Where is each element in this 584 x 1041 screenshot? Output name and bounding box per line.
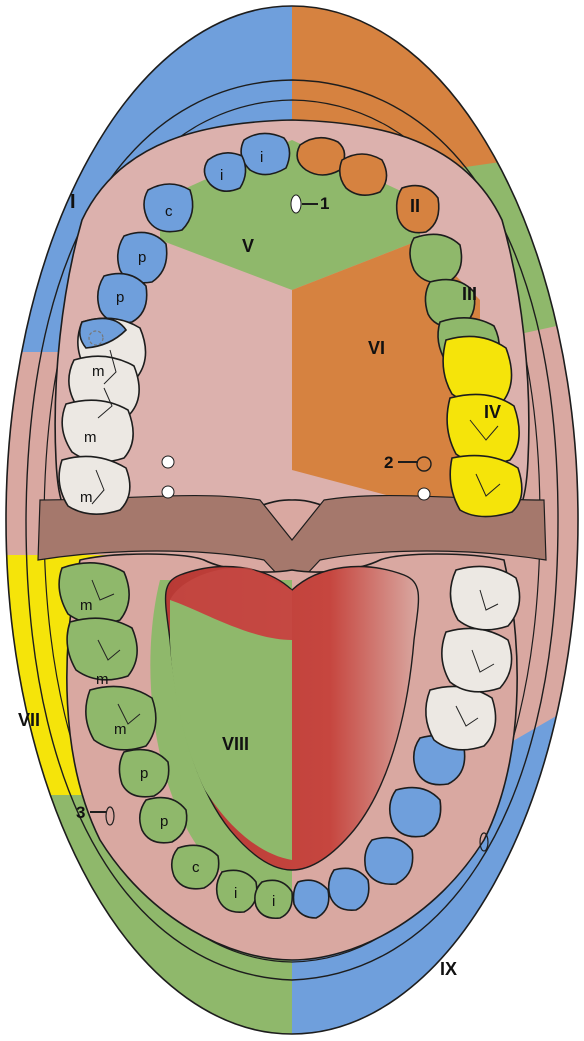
region-V-label: V <box>242 236 254 256</box>
palatine-foramen-left <box>162 456 174 468</box>
tooth-label-lower-m3: m <box>114 721 127 738</box>
region-I-label: I <box>70 191 76 213</box>
region-II-label: II <box>410 196 420 216</box>
region-VII-label: VII <box>18 710 40 730</box>
tooth-label-lower-c: c <box>192 859 200 876</box>
tooth-label-upper-i1: i <box>260 149 263 166</box>
tooth-label-lower-p1: p <box>140 765 148 782</box>
tooth-label-lower-i1: i <box>234 885 237 902</box>
tooth-label-upper-m1: m <box>92 363 105 380</box>
palatine-foramen-left-2 <box>162 486 174 498</box>
marker-1-label: 1 <box>320 194 329 213</box>
marker-3-label: 3 <box>76 803 85 822</box>
region-IV-label: IV <box>484 402 501 422</box>
tooth-label-lower-m1: m <box>80 597 93 614</box>
marker-2-label: 2 <box>384 453 393 472</box>
tooth-label-upper-p2: p <box>116 289 124 306</box>
tooth-label-upper-c: c <box>165 203 173 220</box>
tooth-label-lower-i2: i <box>272 893 275 910</box>
region-VIII-label: VIII <box>222 734 249 754</box>
region-III-label: III <box>462 284 477 304</box>
palatine-foramen-right <box>418 488 430 500</box>
tooth-label-lower-p2: p <box>160 813 168 830</box>
region-VI-label: VI <box>368 338 385 358</box>
tooth-label-upper-i2: i <box>220 167 223 184</box>
tooth-label-upper-m3: m <box>80 489 93 506</box>
incisive-papilla <box>291 195 301 213</box>
tooth-label-upper-m2: m <box>84 429 97 446</box>
tooth-label-lower-m2: m <box>96 671 109 688</box>
tooth-label-upper-p1: p <box>138 249 146 266</box>
region-IX-label: IX <box>440 959 457 979</box>
